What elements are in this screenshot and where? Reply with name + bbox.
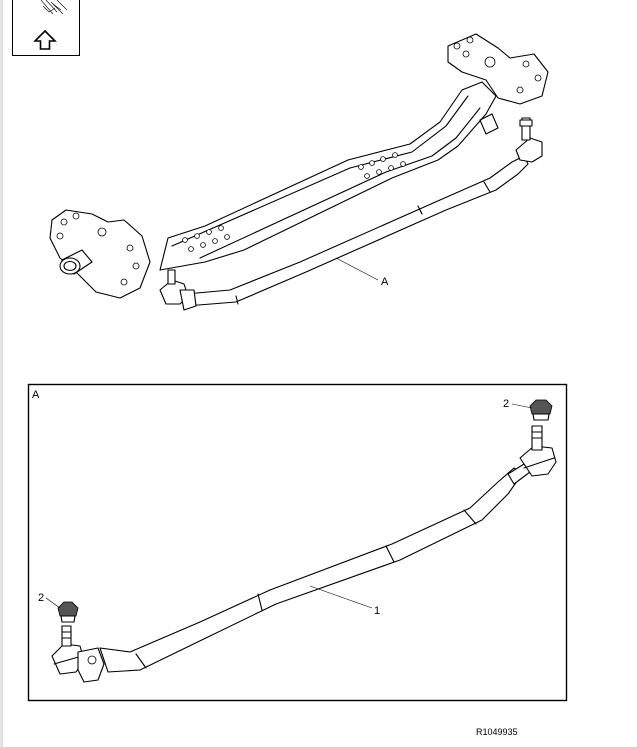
right-steering-knuckle <box>447 33 549 135</box>
nav-thumbnail <box>33 0 68 50</box>
nav-up-button[interactable] <box>12 0 80 56</box>
front-axle-illustration <box>49 33 549 311</box>
up-arrow-icon <box>33 29 57 50</box>
callout-part-1: 1 <box>374 605 380 617</box>
leader-line-2-right <box>511 403 533 409</box>
detail-label-a: A <box>32 389 40 401</box>
callout-part-2-right: 2 <box>503 398 509 410</box>
leader-line-a <box>335 257 379 281</box>
tie-rod-assembly <box>159 117 543 311</box>
tie-rod-detail <box>45 399 557 683</box>
left-steering-knuckle <box>49 209 151 299</box>
thumbnail-sketch-icon <box>40 0 68 15</box>
castle-nut-right <box>529 399 553 421</box>
reference-code: R1049935 <box>476 727 518 737</box>
callout-axle-a: A <box>381 276 389 288</box>
leader-line-1 <box>309 585 373 609</box>
spring-seat-holes <box>182 152 406 252</box>
castle-nut-left <box>57 601 79 623</box>
detail-frame-a <box>27 383 568 702</box>
callout-part-2-left: 2 <box>38 592 44 604</box>
leader-line-2-left <box>45 597 61 609</box>
sidebar-divider <box>0 0 3 747</box>
